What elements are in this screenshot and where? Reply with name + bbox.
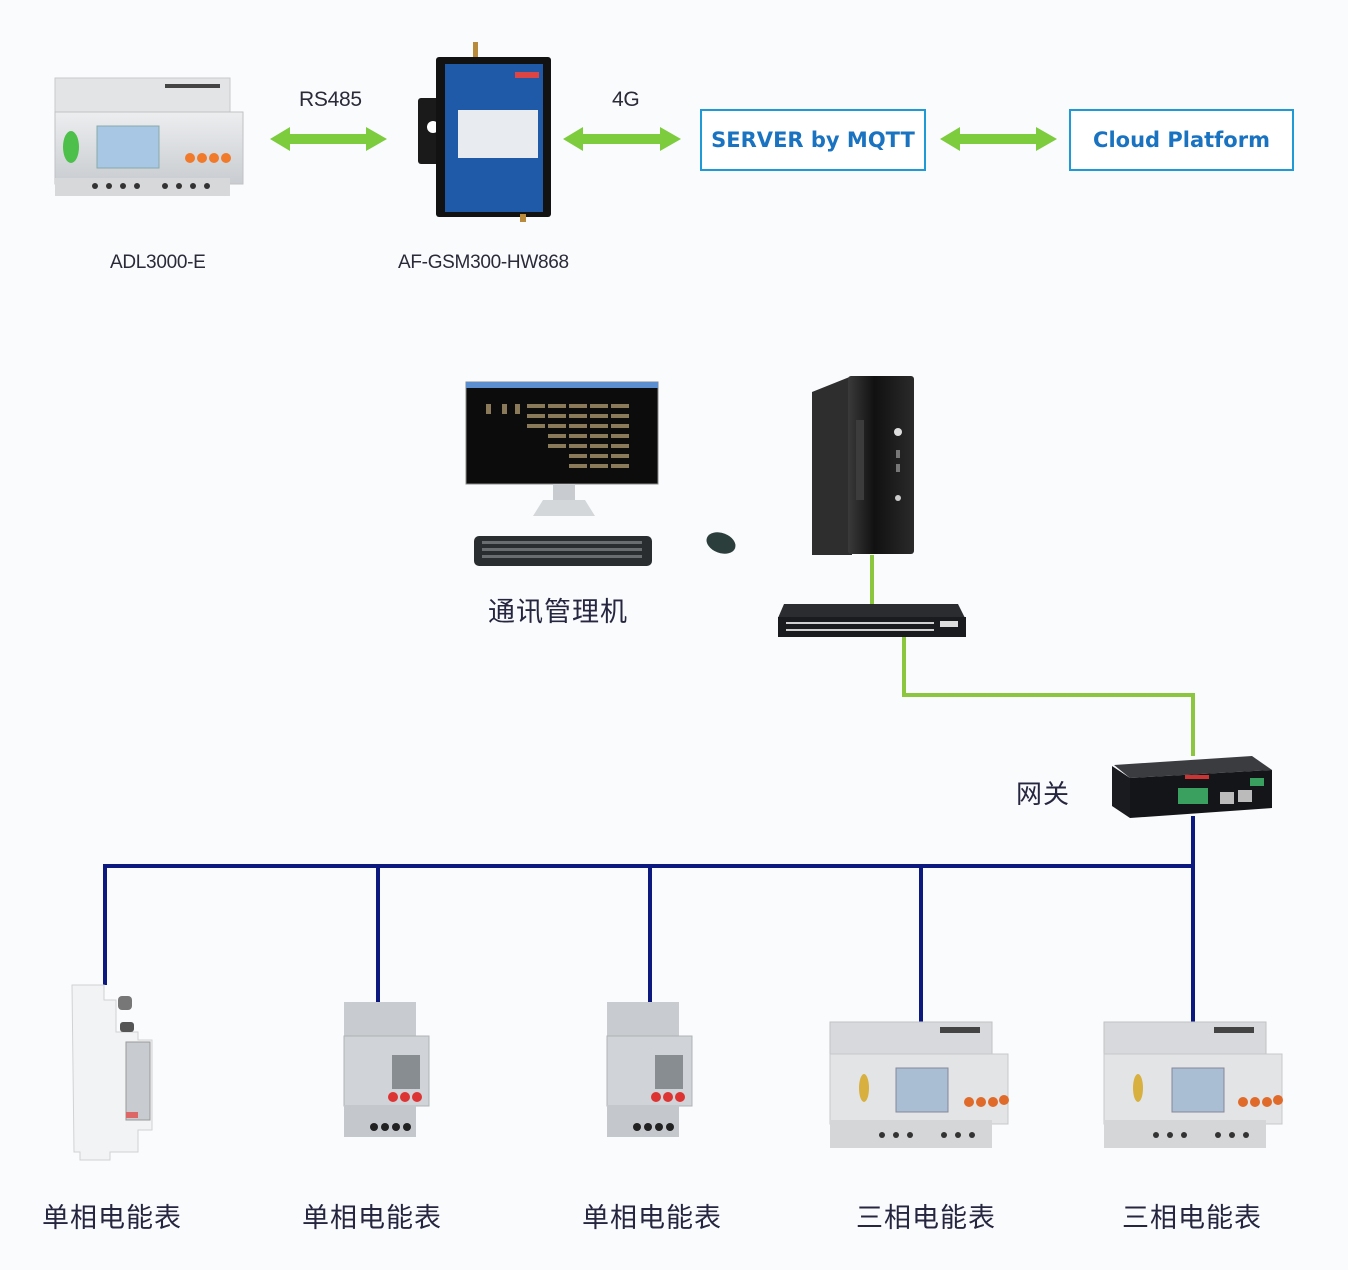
adl3000-meter-icon [54, 77, 244, 196]
arrow-rs485 [270, 127, 387, 151]
network-switch-icon [778, 604, 966, 637]
meter-label: 单相电能表 [302, 1203, 442, 1234]
desktop-computer-icon [465, 381, 736, 566]
4g-label: 4G [612, 88, 640, 111]
gateway-model-label: AF-GSM300-HW868 [398, 252, 569, 273]
three-phase-meter-icon [1103, 1021, 1283, 1148]
rs485-bus [103, 816, 1195, 1022]
tower-server-icon [812, 376, 914, 555]
meter-label: 三相电能表 [856, 1203, 996, 1234]
single-phase-meter-icon [606, 1002, 693, 1137]
gateway-device-icon [1112, 756, 1272, 818]
cloud-platform-box: Cloud Platform [1069, 109, 1294, 171]
arrow-mqtt-cloud [940, 127, 1057, 151]
rs485-label: RS485 [299, 88, 362, 111]
three-phase-meter-icon [829, 1021, 1009, 1148]
meter-label: 单相电能表 [42, 1203, 182, 1234]
gateway-label: 网关 [1016, 780, 1071, 810]
meter-label: 三相电能表 [1122, 1203, 1262, 1234]
adl3000-label: ADL3000-E [110, 252, 206, 273]
server-mqtt-box: SERVER by MQTT [700, 109, 926, 171]
4g-modem-icon [418, 42, 551, 222]
meter-label: 单相电能表 [582, 1203, 722, 1234]
arrow-4g [563, 127, 681, 151]
workstation-label: 通讯管理机 [488, 597, 628, 628]
single-phase-meter-slim-icon [71, 984, 153, 1161]
cloud-platform-label: Cloud Platform [1093, 128, 1270, 152]
ethernet-cable [870, 555, 1195, 756]
single-phase-meter-icon [343, 1002, 430, 1137]
